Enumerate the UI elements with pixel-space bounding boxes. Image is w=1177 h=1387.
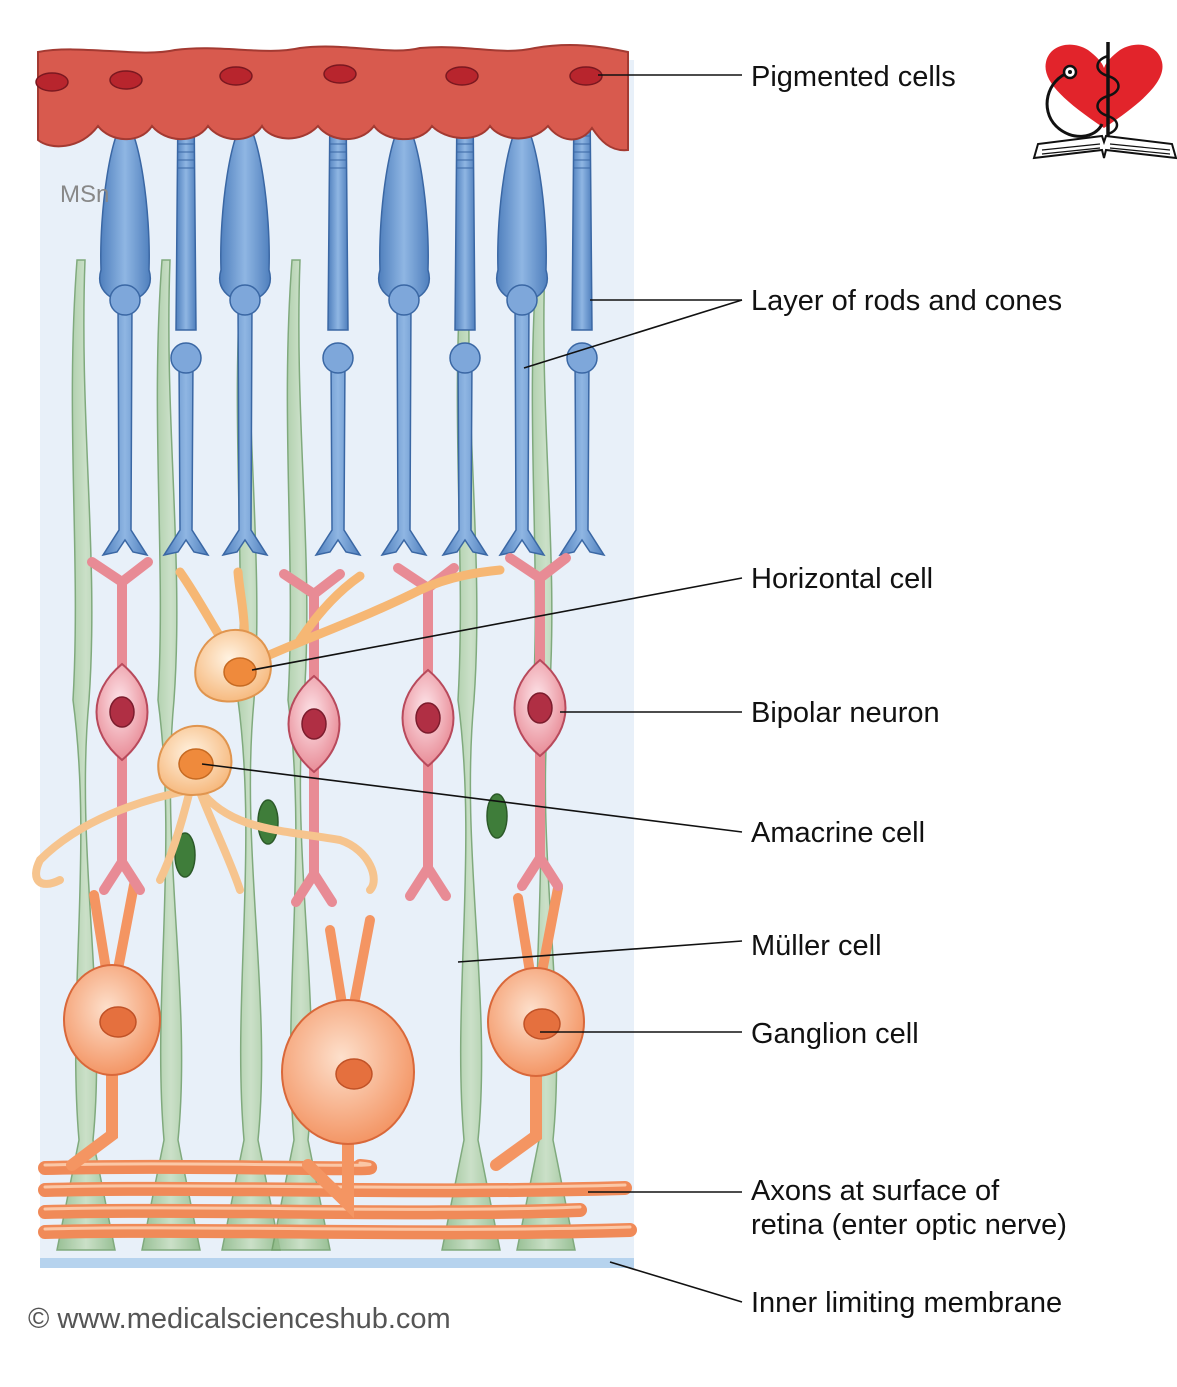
amacrine-cell: [32, 724, 378, 894]
photoreceptor-nucleus: [322, 342, 354, 374]
photoreceptor-nucleus: [229, 284, 261, 316]
photoreceptor-axon: [558, 357, 606, 557]
pigmented-cells-band: [37, 44, 629, 152]
copyright-text: © www.medicalscienceshub.com: [28, 1303, 451, 1335]
photoreceptor-axon: [498, 299, 546, 557]
ganglion-axon: [302, 1134, 354, 1219]
rods-and-cones: [98, 101, 606, 557]
photoreceptor-nucleus: [566, 342, 598, 374]
label-bipolar-neuron: Bipolar neuron: [751, 697, 940, 729]
stethoscope-icon: [1045, 70, 1104, 138]
axon-highlight: [43, 1183, 627, 1189]
muller-nucleus: [257, 799, 279, 845]
label-inner-limiting-membrane: Inner limiting membrane: [751, 1287, 1062, 1319]
ganglion-dendrite: [89, 880, 139, 974]
open-book-icon: [1032, 134, 1177, 160]
label-muller-cell: Müller cell: [751, 930, 882, 962]
watermark-msn: MSn: [60, 181, 109, 208]
caduceus-snake-icon: [1096, 54, 1120, 136]
pigment-nucleus: [109, 70, 143, 90]
photoreceptor-axon: [221, 299, 269, 557]
horizontal-cell: [175, 565, 505, 703]
bipolar-axon: [291, 759, 337, 907]
bipolar-dendrite: [279, 569, 345, 689]
photoreceptor-nucleus: [449, 342, 481, 374]
ganglion-nucleus: [523, 1008, 561, 1040]
axon-fiber: [38, 1223, 637, 1240]
ganglion-cells: [63, 880, 585, 1219]
label-axons-line2: retina (enter optic nerve): [751, 1209, 1067, 1241]
pigment-nucleus: [35, 72, 69, 92]
ganglion-axon: [490, 1066, 542, 1171]
photoreceptor-axon: [441, 357, 489, 557]
ganglion-dendrite: [325, 915, 375, 1009]
pigmented-cell-layer: [35, 44, 629, 152]
inner-limiting-membrane-band: [40, 1258, 634, 1268]
muller-cell-body: [141, 259, 201, 1251]
photoreceptor-nucleus: [170, 342, 202, 374]
ganglion-dendrite: [513, 883, 563, 977]
axon-fiber: [38, 1203, 587, 1220]
leader-rods-cones-b: [523, 299, 743, 369]
photoreceptor-axon: [314, 357, 362, 557]
horizontal-nucleus: [223, 657, 257, 687]
bipolar-axon: [405, 753, 451, 901]
leader-horizontal: [251, 577, 743, 671]
axon-highlight: [43, 1161, 372, 1167]
bipolar-dendrite: [87, 557, 153, 677]
heart-icon: [1045, 44, 1163, 129]
pigment-nucleus: [219, 66, 253, 86]
photoreceptor-axon: [380, 299, 428, 557]
horizontal-process: [175, 565, 505, 673]
axon-fiber: [38, 1181, 632, 1198]
label-axons-line1: Axons at surface of: [751, 1175, 1000, 1207]
photoreceptor-axon: [101, 299, 149, 557]
label-pigmented-cells: Pigmented cells: [751, 61, 956, 93]
pigment-nucleus: [569, 66, 603, 86]
ganglion-nucleus: [99, 1006, 137, 1038]
axon-highlight: [43, 1205, 582, 1211]
bipolar-axon: [517, 743, 563, 891]
muller-nucleus: [174, 832, 196, 878]
photoreceptor-nucleus: [506, 284, 538, 316]
label-ganglion-cell: Ganglion cell: [751, 1018, 919, 1050]
axon-bundle: [38, 1159, 637, 1240]
leader-amacrine: [201, 763, 743, 833]
ganglion-axon: [66, 1065, 118, 1171]
photoreceptor-nucleus: [388, 284, 420, 316]
amacrine-nucleus: [178, 748, 214, 780]
bipolar-axon: [99, 747, 145, 895]
label-horizontal-cell: Horizontal cell: [751, 563, 933, 595]
leader-inner-membrane: [609, 1261, 743, 1303]
bipolar-neurons: [87, 553, 571, 907]
leader-muller: [457, 940, 743, 963]
pigment-nucleus: [323, 64, 357, 84]
ganglion-nucleus: [335, 1058, 373, 1090]
bipolar-nucleus: [109, 696, 135, 728]
label-amacrine-cell: Amacrine cell: [751, 817, 925, 849]
photoreceptor-axon: [162, 357, 210, 557]
muller-nucleus: [486, 793, 508, 839]
label-rods-and-cones: Layer of rods and cones: [751, 285, 1062, 317]
pigment-nucleus: [445, 66, 479, 86]
bipolar-nucleus: [527, 692, 553, 724]
bipolar-dendrite: [505, 553, 571, 673]
bipolar-nucleus: [415, 702, 441, 734]
leader-lines: [201, 74, 743, 1303]
bipolar-nucleus: [301, 708, 327, 740]
axon-fiber: [38, 1159, 377, 1176]
axon-highlight: [43, 1225, 632, 1231]
amacrine-process: [32, 786, 378, 894]
medical-logo: [1032, 42, 1177, 160]
photoreceptor-nucleus: [109, 284, 141, 316]
